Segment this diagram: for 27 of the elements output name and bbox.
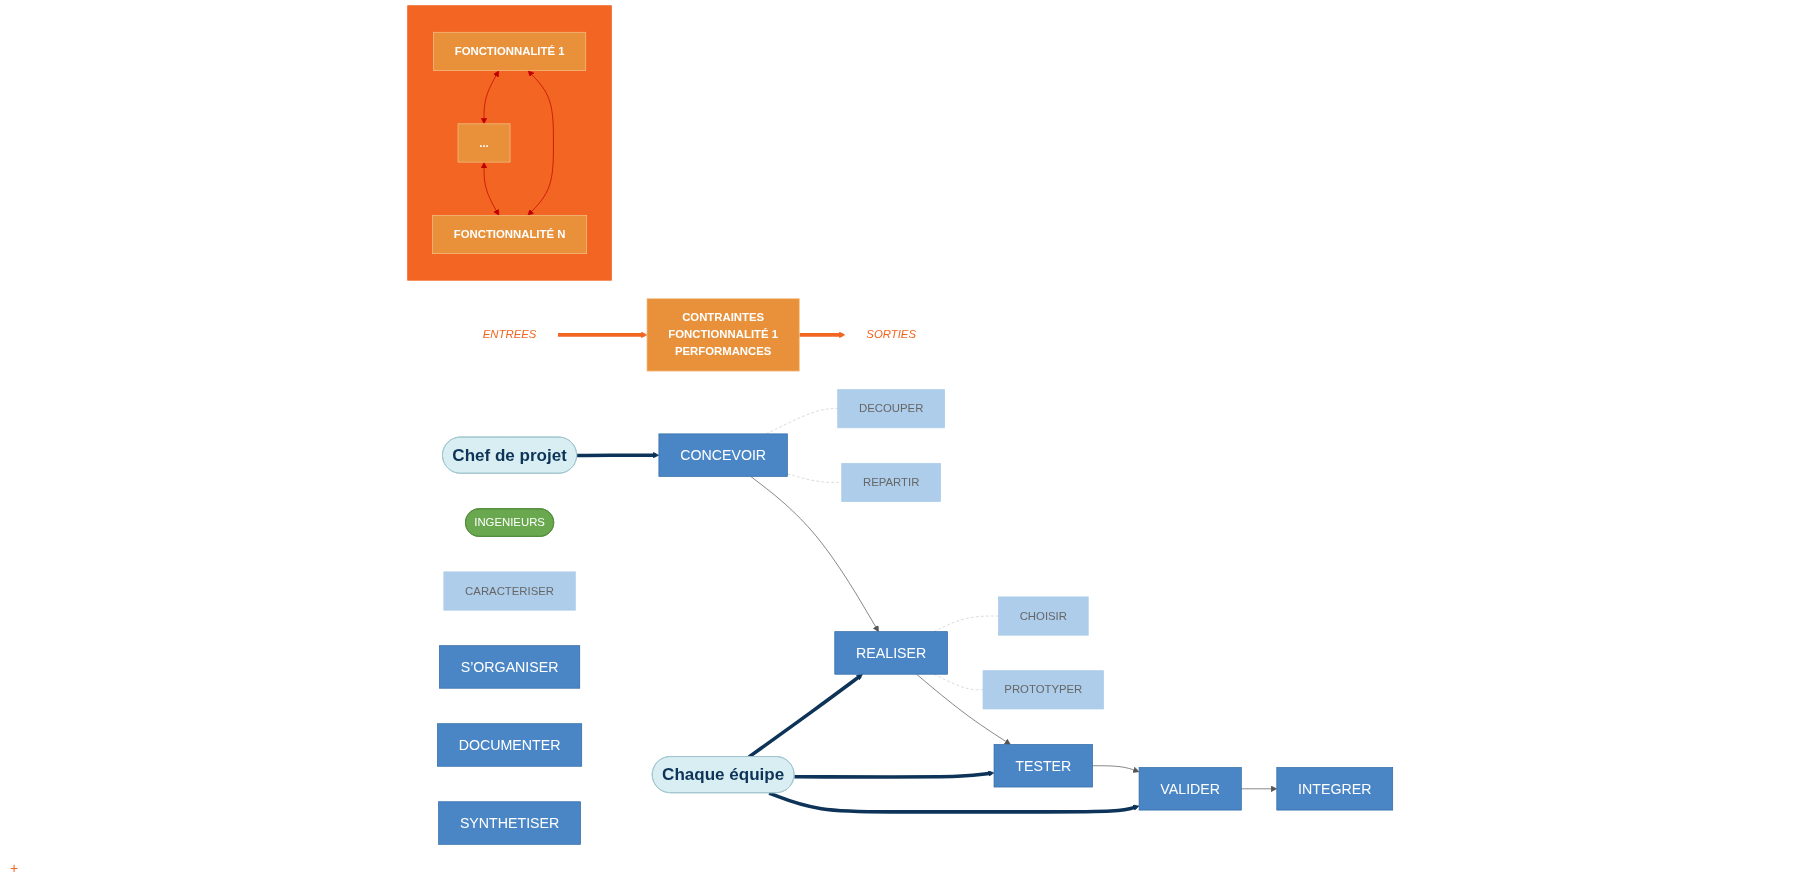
cluster <box>407 5 612 281</box>
node-box: FONCTIONNALITÉ N <box>431 215 587 254</box>
arrow <box>794 770 995 779</box>
node-box: PROTOTYPER <box>982 670 1104 710</box>
connector <box>786 473 842 483</box>
node-box: CHOISIR <box>997 596 1089 636</box>
node-box: FONCTIONNALITÉ 1 <box>432 31 586 71</box>
node-box: CARACTERISER <box>443 571 576 611</box>
node-text: ENTREES <box>482 328 537 341</box>
node-box: ... <box>457 123 511 163</box>
node-box: DOCUMENTER <box>436 723 582 767</box>
node-box: S’ORGANISER <box>438 645 580 689</box>
note-text: + <box>10 860 19 876</box>
arrow <box>799 331 846 338</box>
arrow <box>768 791 1140 814</box>
node-box: INTEGRER <box>1276 767 1393 811</box>
node-box: VALIDER <box>1138 767 1242 811</box>
node-box: TESTER <box>993 744 1093 788</box>
arrow <box>576 452 659 459</box>
node-box: CONTRAINTES FONCTIONNALITÉ 1 PERFORMANCES <box>646 298 800 372</box>
node-box: CONCEVOIR <box>658 433 788 477</box>
node-text: SORTIES <box>866 328 916 341</box>
node-box: SYNTHETISER <box>438 801 581 845</box>
node-box: DECOUPER <box>837 389 945 429</box>
node-box: REALISER <box>834 631 948 675</box>
node-box: REPARTIR <box>841 462 941 502</box>
arrow <box>557 331 648 338</box>
